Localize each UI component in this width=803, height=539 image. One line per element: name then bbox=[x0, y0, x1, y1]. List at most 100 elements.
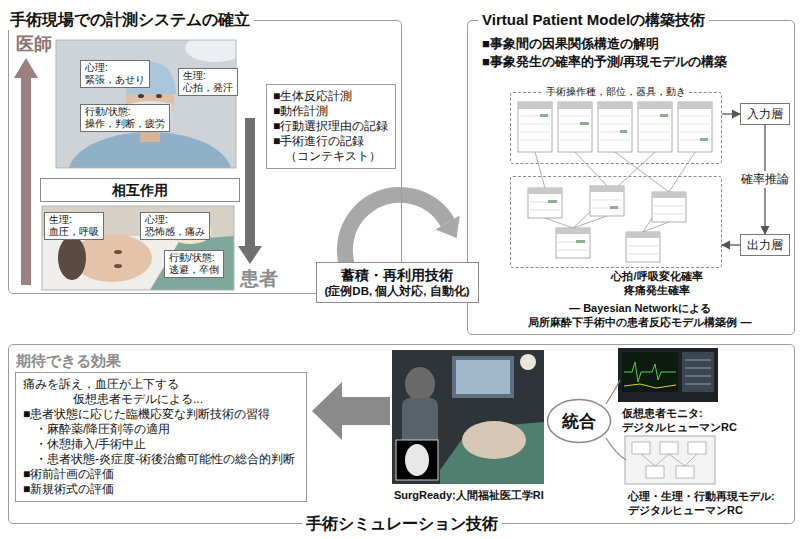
photo-caption: 心理・生理・行動再現モデル: デジタルヒューマンRC bbox=[628, 489, 798, 517]
doctor-photo bbox=[156, 94, 162, 98]
patient-photo bbox=[42, 206, 234, 290]
bayesian-network-figure bbox=[626, 232, 660, 238]
patient-photo bbox=[58, 236, 86, 280]
bayesian-network-figure bbox=[518, 102, 712, 262]
node-heading: 出力層 bbox=[747, 237, 783, 253]
simulator-photo bbox=[440, 422, 544, 484]
bayesian-network-figure bbox=[518, 102, 552, 152]
simulator-photo bbox=[462, 421, 526, 459]
result-arrow bbox=[312, 382, 390, 440]
edge-label: 確率推論 bbox=[739, 171, 791, 188]
node-text: 痛みを訴え，血圧が上下する 仮想患者モデルによる... bbox=[23, 377, 243, 407]
bayesian-network-figure bbox=[575, 152, 607, 186]
monitor-photo bbox=[682, 352, 714, 392]
patient-photo bbox=[114, 264, 122, 268]
node-text: ■事象発生の確率的予測/再現モデルの構築 bbox=[482, 53, 727, 70]
bayesian-network-figure bbox=[638, 102, 672, 152]
bayesian-network-figure bbox=[518, 102, 552, 109]
node-heading: 手術操作種，部位，器具，動き bbox=[543, 86, 689, 98]
node-text: ■術前計画の評価 bbox=[23, 467, 299, 482]
model-figure bbox=[688, 442, 706, 454]
actor-label: 患者 bbox=[240, 268, 278, 290]
node-heading: 手術現場での計測システムの確立 bbox=[6, 10, 254, 30]
cycle-arrow bbox=[436, 216, 460, 239]
callout-box: 行動/状態:逃避，卒倒 bbox=[164, 250, 224, 278]
bayesian-network-figure bbox=[626, 232, 660, 262]
node-heading: 行動/状態: bbox=[169, 252, 219, 264]
bayesian-network-figure bbox=[548, 200, 557, 203]
bayesian-network-figure bbox=[558, 102, 592, 152]
node-heading: 生理: bbox=[183, 70, 233, 82]
connector bbox=[722, 244, 740, 245]
bayesian-network-figure bbox=[540, 114, 548, 117]
photo-caption: SurgReady:人間福祉医工学RI bbox=[394, 488, 544, 502]
callout-box: 生理:心拍，発汗 bbox=[178, 68, 238, 96]
effect-box: 期待できる効果痛みを訴え，血圧が上下する 仮想患者モデルによる...■患者状態に… bbox=[15, 372, 307, 502]
node-text: (症例DB, 個人対応, 自動化) bbox=[325, 284, 470, 299]
model-figure bbox=[632, 442, 650, 454]
model-figure bbox=[625, 436, 715, 484]
photo-frame bbox=[42, 206, 234, 290]
node-heading: 心拍/呼吸変化確率 疼痛発生確率 bbox=[597, 269, 717, 297]
node-heading: 入力層 bbox=[747, 106, 783, 122]
measure-list: ■生体反応計測■動作計測■行動選択理由の記録■手術進行の記録 （コンテキスト） bbox=[266, 84, 396, 169]
bayesian-network-figure bbox=[590, 186, 624, 192]
bayesian-network-figure bbox=[598, 102, 632, 109]
bayesian-network-figure bbox=[610, 206, 618, 209]
bayesian-network-figure bbox=[528, 188, 562, 218]
bayesian-network-figure bbox=[638, 102, 672, 109]
node-text: 血圧，呼吸 bbox=[49, 226, 99, 238]
node-heading: 期待できる効果 bbox=[16, 351, 121, 370]
bayesian-network-figure bbox=[598, 102, 632, 152]
patient-photo bbox=[150, 236, 234, 290]
doctor-photo bbox=[138, 94, 144, 98]
dashed-group: 心拍/呼吸変化確率 疼痛発生確率 bbox=[510, 176, 722, 268]
simulator-photo bbox=[405, 367, 435, 401]
callout-box: 生理:血圧，呼吸 bbox=[44, 212, 104, 240]
bayesian-network-figure bbox=[556, 228, 590, 234]
callout-box: 心理:恐怖感，痛み bbox=[140, 212, 210, 240]
simulator-photo bbox=[456, 360, 510, 394]
monitor-photo bbox=[624, 384, 676, 388]
node-heading: 相互作用 bbox=[41, 179, 239, 201]
bayesian-network-figure bbox=[576, 240, 585, 243]
bayesian-network-figure bbox=[678, 102, 712, 109]
node-text: ・休憩挿入/手術中止 bbox=[23, 437, 299, 452]
model-figure bbox=[641, 454, 697, 466]
patient-photo bbox=[114, 250, 122, 254]
bayesian-network-figure bbox=[678, 102, 712, 152]
bayesian-network-figure bbox=[545, 218, 573, 228]
bayesian-network-figure bbox=[556, 228, 590, 258]
bayesian-network-figure bbox=[643, 222, 669, 232]
actor-label: 医師 bbox=[16, 34, 52, 55]
bayesian-network-figure bbox=[620, 130, 627, 133]
simulator-photo bbox=[520, 354, 536, 370]
bayesian-network-figure bbox=[580, 122, 589, 125]
node-heading: 行動/状態: bbox=[85, 106, 165, 118]
monitor-photo bbox=[624, 362, 676, 382]
up-arrow bbox=[14, 58, 38, 285]
figure-caption: — Bayesian Networkによる 局所麻酔下手術中の患者反応モデル構築… bbox=[495, 301, 785, 329]
node-text: ■患者状態に応じた臨機応変な判断技術の習得 bbox=[23, 407, 299, 422]
ellipse-outline bbox=[548, 400, 611, 443]
bayesian-network-figure bbox=[573, 216, 607, 228]
face-inset bbox=[396, 440, 438, 480]
bayesian-network-figure bbox=[643, 152, 695, 232]
photo-caption: 仮想患者モニタ: デジタルヒューマンRC bbox=[622, 406, 792, 434]
face-inset bbox=[396, 440, 438, 480]
node-text: ・麻酔薬/降圧剤等の適用 bbox=[23, 422, 299, 437]
node-heading: 心理: bbox=[85, 62, 145, 74]
doctor-photo bbox=[185, 40, 236, 62]
simulator-photo bbox=[392, 350, 544, 484]
integration-link bbox=[606, 380, 620, 404]
dashed-group: 手術操作種，部位，器具，動き bbox=[510, 92, 722, 164]
node-text: ■新規術式の評価 bbox=[23, 482, 299, 497]
node-text: ■手術進行の記録 （コンテキスト） bbox=[273, 134, 389, 164]
integration-ellipse: 統合 bbox=[546, 398, 612, 444]
callout-box: 行動/状態:操作，判断，疲労 bbox=[80, 104, 170, 132]
bayesian-network-figure bbox=[540, 114, 708, 243]
node-text: ・患者状態-炎症度-術後治癒可能性の総合的判断 bbox=[23, 452, 299, 467]
bayesian-network-figure bbox=[520, 116, 710, 140]
model-figure bbox=[625, 436, 715, 484]
